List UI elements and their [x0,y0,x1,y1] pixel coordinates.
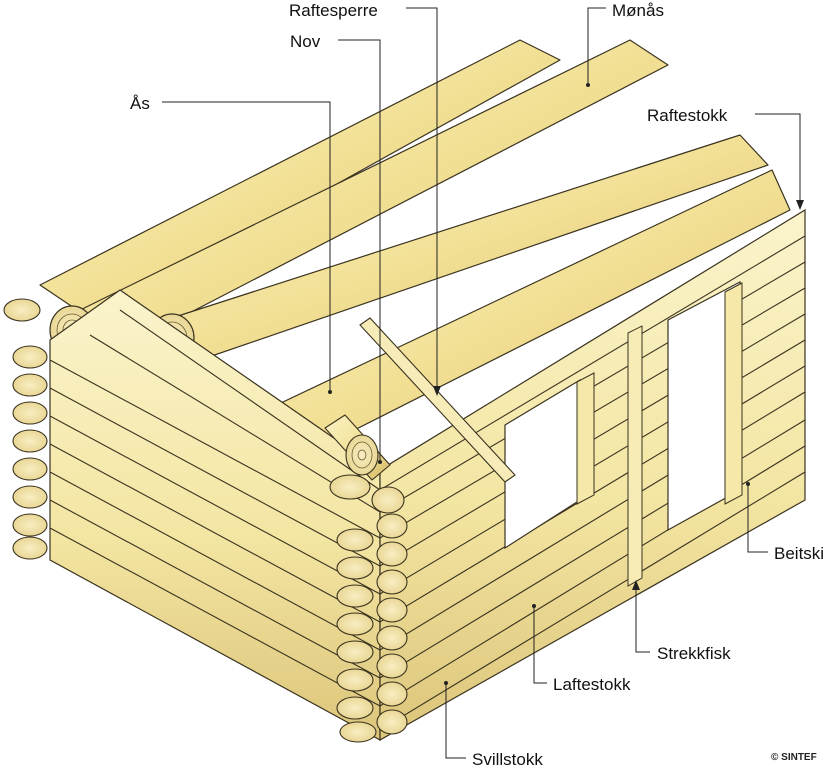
label-as: Ås [130,94,150,113]
leader-monas [587,7,606,85]
label-strekkfisk: Strekkfisk [657,644,731,663]
label-raftesperre: Raftesperre [289,1,378,20]
label-raftestokk: Raftestokk [647,106,728,125]
strekkfisk-board [627,325,643,587]
label-beitski: Beitski [774,544,824,563]
label-laftestokk: Laftestokk [553,675,631,694]
leader-laftestokk [533,606,547,684]
left-wall-courses [49,309,381,707]
leader-lines [162,7,804,759]
leader-svillstokk [445,683,466,759]
corner-log-ends [3,298,408,743]
leader-raftestokk [755,113,801,205]
label-nov: Nov [290,32,321,51]
copyright-notice: © SINTEF [771,752,817,763]
long-wall [379,208,806,742]
beitski-board [724,282,743,505]
window-jamb [576,372,595,505]
front-corner [329,474,408,743]
label-monas: Mønås [612,1,664,20]
leader-nov [338,39,381,462]
leader-beitski [747,484,768,553]
back-left-corner [3,298,48,560]
leader-as [162,101,331,392]
nov-log [324,414,391,481]
leader-raftesperre [406,7,438,390]
rafter [359,317,516,483]
labels: Raftesperre Mønås Nov Ås Raftestokk Beit… [130,1,824,768]
label-svillstokk: Svillstokk [472,750,543,768]
leader-strekkfisk [635,585,650,653]
